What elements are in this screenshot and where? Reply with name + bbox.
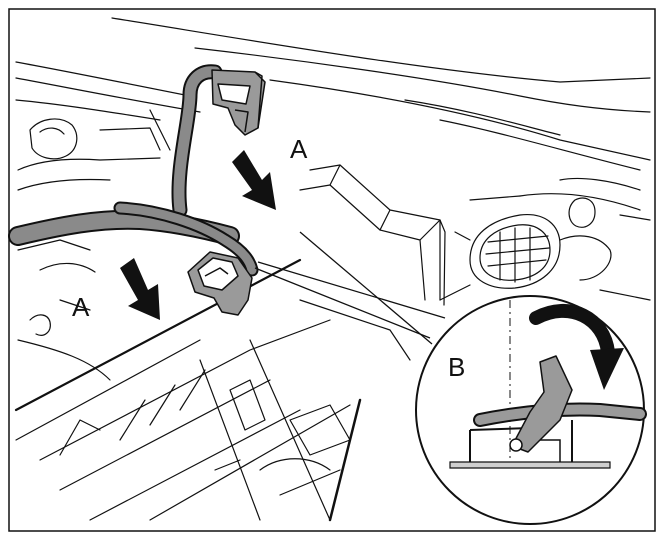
dashboard-linework <box>14 17 651 522</box>
callout-label-b: B <box>448 352 465 382</box>
callout-label-a-left: A <box>72 292 90 322</box>
diagram-border <box>8 8 656 532</box>
wire-harness <box>8 64 259 277</box>
clockwise-rotate-arrow-icon <box>529 303 624 390</box>
top-connector <box>211 69 266 136</box>
detail-view-circle <box>415 295 647 525</box>
callout-label-a-top: A <box>290 134 308 164</box>
down-arrow-icon <box>120 258 160 320</box>
callout-leader-lines <box>254 231 446 345</box>
harness-clip <box>187 251 253 316</box>
down-arrow-icon <box>232 150 276 210</box>
